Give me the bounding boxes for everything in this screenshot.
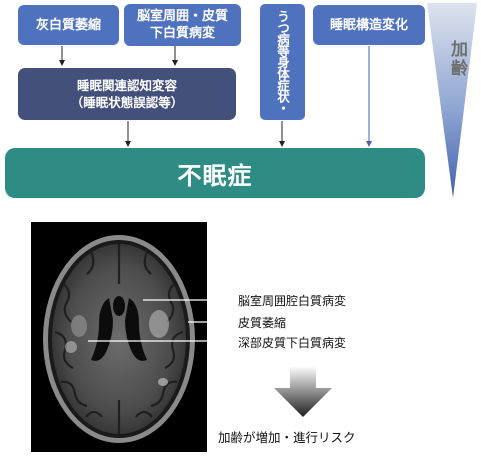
connector-arrows — [59, 46, 372, 147]
aging-wedge — [427, 3, 477, 198]
label-deep-subcortical: 深部皮質下白質病変 — [238, 336, 347, 350]
down-arrow-icon — [274, 366, 332, 417]
sleep-cognition-line2: （睡眠状態誤認等） — [70, 95, 184, 110]
periventricular-line1: 脳室周囲・皮質 — [136, 9, 228, 24]
sleep-cognition-box: 睡眠関連認知変容 （睡眠状態誤認等） — [18, 68, 236, 120]
gray-matter-atrophy-text: 灰白質萎縮 — [35, 17, 101, 33]
label-cortical-atrophy: 皮質萎縮 — [238, 316, 287, 330]
depression-symptoms-box: うつ病等身体症状・ — [260, 4, 305, 120]
insomnia-text: 不眠症 — [177, 161, 253, 190]
insomnia-bar: 不眠症 — [5, 148, 425, 198]
gray-matter-atrophy-box: 灰白質萎縮 — [18, 5, 119, 45]
sleep-structure-box: 睡眠構造変化 — [313, 5, 425, 45]
mri-brain-image — [31, 222, 207, 452]
depression-symptoms-text: うつ病等身体症状・ — [275, 10, 290, 114]
sleep-cognition-line1: 睡眠関連認知変容 — [76, 78, 177, 93]
aging-label: 加齢 — [447, 40, 467, 78]
label-periventricular: 脳室周囲腔白質病変 — [238, 294, 347, 308]
periventricular-line2: 下白質病変 — [149, 26, 215, 41]
sleep-structure-text: 睡眠構造変化 — [329, 17, 408, 33]
periventricular-lesion-box: 脳室周囲・皮質 下白質病変 — [124, 4, 241, 46]
outcome-text: 加齢が増加・進行リスク — [218, 430, 356, 445]
